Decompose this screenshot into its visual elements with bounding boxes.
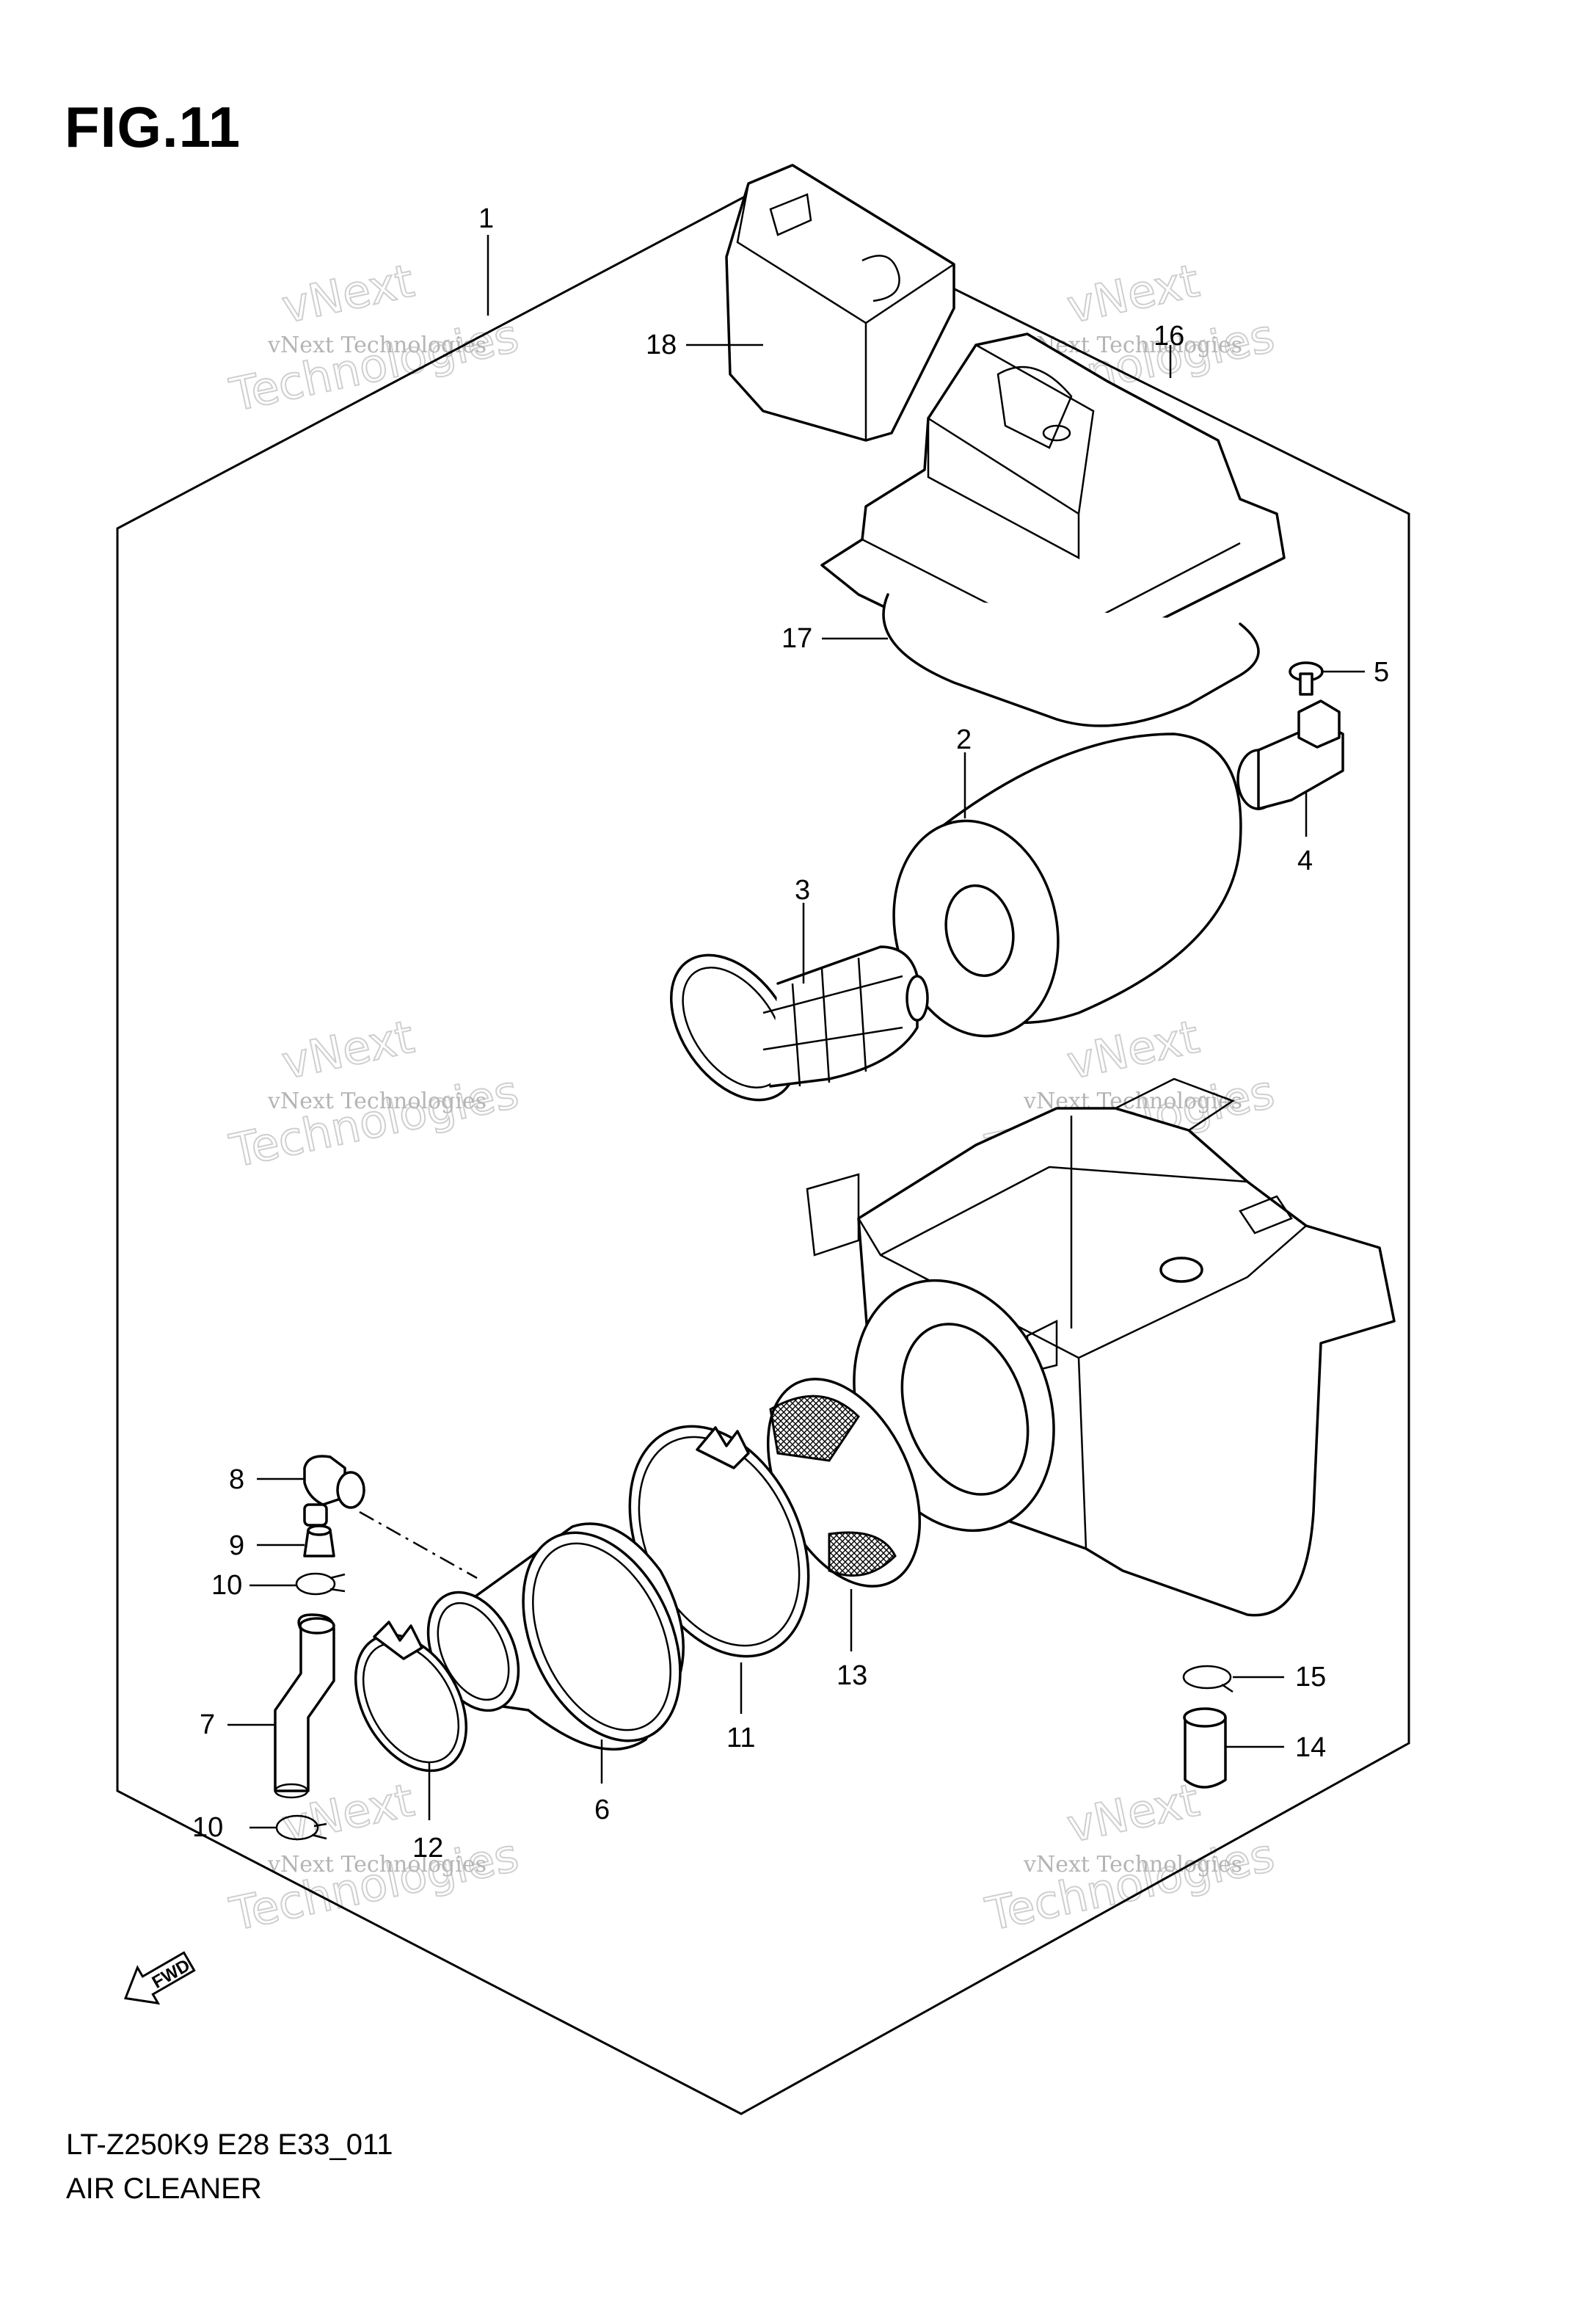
callout-2: 2 — [956, 724, 972, 755]
figure-name: AIR CLEANER — [66, 2173, 262, 2205]
part-5-screw — [1289, 661, 1324, 696]
part-7-breather-hose — [274, 1613, 335, 1799]
callout-10-lower: 10 — [192, 1812, 223, 1843]
svg-text:vNext: vNext — [277, 1010, 418, 1090]
part-4-drain-plug-cap — [1236, 699, 1344, 810]
part-13-mesh — [766, 1378, 922, 1588]
callout-4: 4 — [1297, 846, 1313, 876]
part-18-inlet-cover — [725, 164, 955, 442]
callout-17: 17 — [781, 623, 812, 654]
svg-text:Technologies: Technologies — [225, 1064, 523, 1177]
part-6-outlet-tube — [426, 1522, 685, 1751]
callout-18: 18 — [646, 330, 677, 360]
part-2-air-cleaner-element — [892, 733, 1242, 1038]
leader-lines — [227, 235, 1365, 1829]
callout-11: 11 — [726, 1723, 755, 1753]
callout-1: 1 — [478, 203, 494, 234]
svg-text:Technologies: Technologies — [225, 308, 523, 421]
fwd-arrow-icon: FWD — [123, 1951, 196, 2005]
callout-15: 15 — [1295, 1662, 1326, 1693]
callout-13: 13 — [837, 1660, 867, 1691]
part-15-clamp — [1182, 1665, 1234, 1693]
part-14-drain-hose — [1183, 1707, 1227, 1789]
callout-10-upper: 10 — [211, 1570, 242, 1601]
svg-text:vNext: vNext — [1063, 1773, 1203, 1853]
part-10-clamp-upper — [295, 1572, 346, 1596]
connection-line — [359, 1511, 478, 1579]
callout-12: 12 — [412, 1833, 443, 1864]
part-3-element-frame — [669, 945, 929, 1102]
callout-14: 14 — [1295, 1732, 1326, 1763]
callout-labels: 1 2 3 4 5 6 7 8 9 10 10 11 12 13 14 15 1… — [192, 203, 1389, 1864]
callout-16: 16 — [1154, 321, 1184, 352]
part-9-grommet — [303, 1524, 335, 1557]
svg-text:vNext Technologies: vNext Technologies — [267, 332, 487, 358]
watermark-mid-left: vNext vNext Technologies Technologies — [225, 1009, 524, 1179]
callout-3: 3 — [795, 875, 810, 906]
watermark-bottom-left: vNext vNext Technologies Technologies — [225, 1773, 524, 1942]
svg-text:vNext Technologies: vNext Technologies — [267, 1852, 487, 1877]
svg-text:Technologies: Technologies — [981, 1828, 1279, 1941]
figure-code: LT-Z250K9 E28 E33_011 — [66, 2129, 393, 2161]
part-12-clamp — [354, 1621, 468, 1773]
svg-text:vNext: vNext — [277, 254, 418, 334]
callout-5: 5 — [1374, 657, 1389, 688]
callout-6: 6 — [594, 1795, 610, 1825]
svg-text:vNext Technologies: vNext Technologies — [267, 1088, 487, 1114]
part-8-hose-joint — [303, 1455, 365, 1527]
callout-9: 9 — [229, 1530, 244, 1561]
watermark-bottom-right: vNext vNext Technologies Technologies — [980, 1773, 1280, 1942]
callout-7: 7 — [200, 1709, 215, 1740]
svg-text:vNext: vNext — [1063, 1010, 1203, 1090]
figure-title: FIG.11 — [65, 95, 241, 159]
callout-8: 8 — [229, 1464, 244, 1495]
part-17-seal — [882, 593, 1260, 727]
